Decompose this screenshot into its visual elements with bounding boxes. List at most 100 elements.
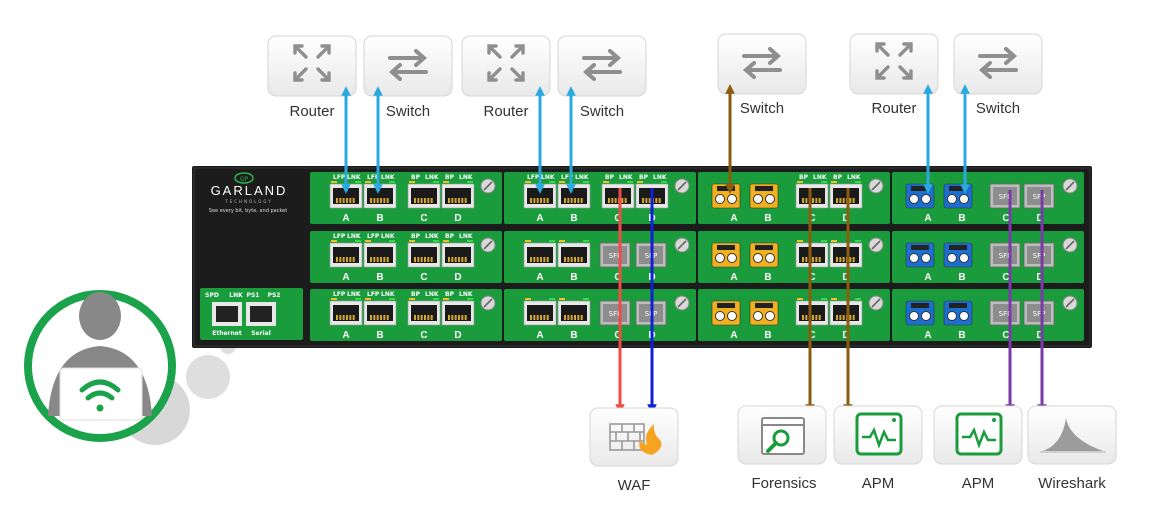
svg-text:LNK: LNK [847, 174, 861, 181]
router-label-2: Router [483, 103, 528, 120]
svg-text:D: D [454, 213, 461, 224]
svg-text:SFP: SFP [1033, 252, 1046, 260]
user-figure [24, 290, 236, 445]
svg-text:A: A [536, 272, 543, 283]
svg-text:SFP: SFP [609, 252, 622, 260]
svg-text:BP: BP [639, 174, 649, 181]
svg-text:A: A [342, 272, 349, 283]
svg-text:BP: BP [411, 174, 421, 181]
switch-card-4: Switch [953, 33, 1043, 117]
svg-text:C: C [614, 272, 621, 283]
router-label-1: Router [289, 103, 334, 120]
apm-label-1: APM [862, 475, 895, 492]
waf-card: WAF [589, 407, 679, 494]
svg-text:LNK: LNK [459, 291, 473, 298]
svg-text:SFP: SFP [1033, 310, 1046, 318]
svg-text:SFP: SFP [999, 193, 1012, 201]
apm-card-2: APM [933, 405, 1023, 492]
svg-text:LNK: LNK [381, 233, 395, 240]
svg-text:B: B [764, 330, 771, 341]
svg-text:SFP: SFP [999, 252, 1012, 260]
router-icon [487, 44, 525, 82]
svg-text:B: B [764, 272, 771, 283]
mgmt-label-ps2: PS2 [268, 292, 281, 299]
mgmt-label-lnk: LNK [229, 292, 243, 299]
svg-text:C: C [420, 213, 427, 224]
garland-logo: GP GARLAND TECHNOLOGY See every bit, byt… [209, 172, 288, 214]
svg-text:GP: GP [240, 176, 249, 183]
svg-text:D: D [454, 272, 461, 283]
svg-text:B: B [570, 213, 577, 224]
router-card-1: Router [267, 35, 357, 120]
svg-text:B: B [376, 272, 383, 283]
top-devices: Router Switch Router [267, 33, 1043, 120]
switch-card-3: Switch [717, 33, 807, 117]
svg-text:LFP: LFP [333, 174, 346, 181]
router-card-2: Router [461, 35, 551, 120]
svg-text:C: C [808, 330, 815, 341]
svg-text:LNK: LNK [347, 233, 361, 240]
svg-text:BP: BP [799, 174, 809, 181]
svg-text:A: A [924, 330, 931, 341]
svg-text:LNK: LNK [619, 174, 633, 181]
tap-module: A B C D [698, 289, 890, 341]
router-icon [875, 42, 913, 80]
svg-text:D: D [1036, 330, 1043, 341]
svg-text:A: A [730, 330, 737, 341]
svg-text:A: A [536, 213, 543, 224]
svg-text:A: A [730, 272, 737, 283]
svg-text:LFP: LFP [367, 233, 380, 240]
svg-text:D: D [1036, 213, 1043, 224]
switch-card-1: Switch [363, 35, 453, 120]
switch-icon [742, 47, 782, 79]
router-label-3: Router [871, 100, 916, 117]
management-module: SPD LNK PS1 PS2 Ethernet Serial [200, 288, 303, 340]
svg-text:D: D [842, 330, 849, 341]
svg-text:LNK: LNK [653, 174, 667, 181]
svg-text:C: C [614, 213, 621, 224]
chassis: GP GARLAND TECHNOLOGY See every bit, byt… [192, 166, 1092, 348]
svg-text:SFP: SFP [1033, 193, 1046, 201]
wireshark-label: Wireshark [1038, 475, 1106, 492]
svg-text:LNK: LNK [425, 291, 439, 298]
svg-text:LFP: LFP [527, 174, 540, 181]
switch-card-2: Switch [557, 35, 647, 120]
svg-text:LNK: LNK [425, 174, 439, 181]
forensics-search-icon [761, 417, 805, 455]
brand-tagline: See every bit, byte, and packet [209, 208, 287, 214]
waf-label: WAF [618, 477, 651, 494]
svg-text:LNK: LNK [347, 174, 361, 181]
svg-text:BP: BP [445, 233, 455, 240]
svg-text:C: C [808, 213, 815, 224]
switch-icon [582, 49, 622, 81]
svg-text:A: A [536, 330, 543, 341]
svg-text:SFP: SFP [999, 310, 1012, 318]
svg-text:A: A [730, 213, 737, 224]
svg-text:BP: BP [445, 291, 455, 298]
svg-text:B: B [958, 330, 965, 341]
svg-text:B: B [570, 330, 577, 341]
svg-text:LNK: LNK [813, 174, 827, 181]
svg-text:A: A [342, 213, 349, 224]
svg-text:BP: BP [605, 174, 615, 181]
svg-text:B: B [958, 272, 965, 283]
svg-text:LFP: LFP [333, 233, 346, 240]
brand-name: GARLAND [211, 183, 288, 198]
bubble-large [186, 355, 230, 399]
svg-text:LNK: LNK [425, 233, 439, 240]
svg-text:LNK: LNK [541, 174, 555, 181]
switch-label-4: Switch [976, 100, 1020, 117]
apm-card-1: APM [833, 405, 923, 492]
apm-label-2: APM [962, 475, 995, 492]
firewall-fire-icon [609, 423, 662, 455]
